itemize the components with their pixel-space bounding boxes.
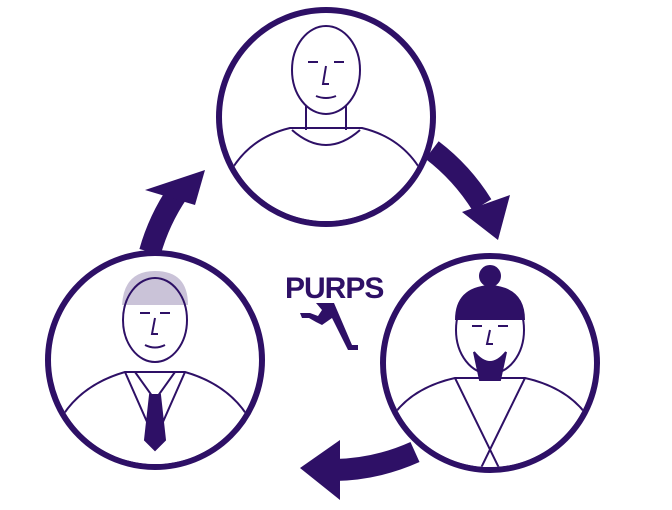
arrow-right-to-left [334, 441, 420, 481]
arrowhead-down-icon [462, 195, 510, 240]
purps-logo: PURPS [285, 272, 384, 350]
samurai-man-portrait [380, 253, 600, 473]
arrowhead-up-icon [145, 170, 205, 205]
arrow-left-to-top [139, 185, 188, 256]
bald-man-portrait [216, 7, 436, 227]
arrowhead-left-icon [300, 440, 340, 500]
logo-text: PURPS [285, 272, 383, 305]
running-legs-icon [300, 303, 358, 350]
businessman-portrait [45, 250, 265, 470]
arrow-top-to-right [425, 141, 492, 211]
